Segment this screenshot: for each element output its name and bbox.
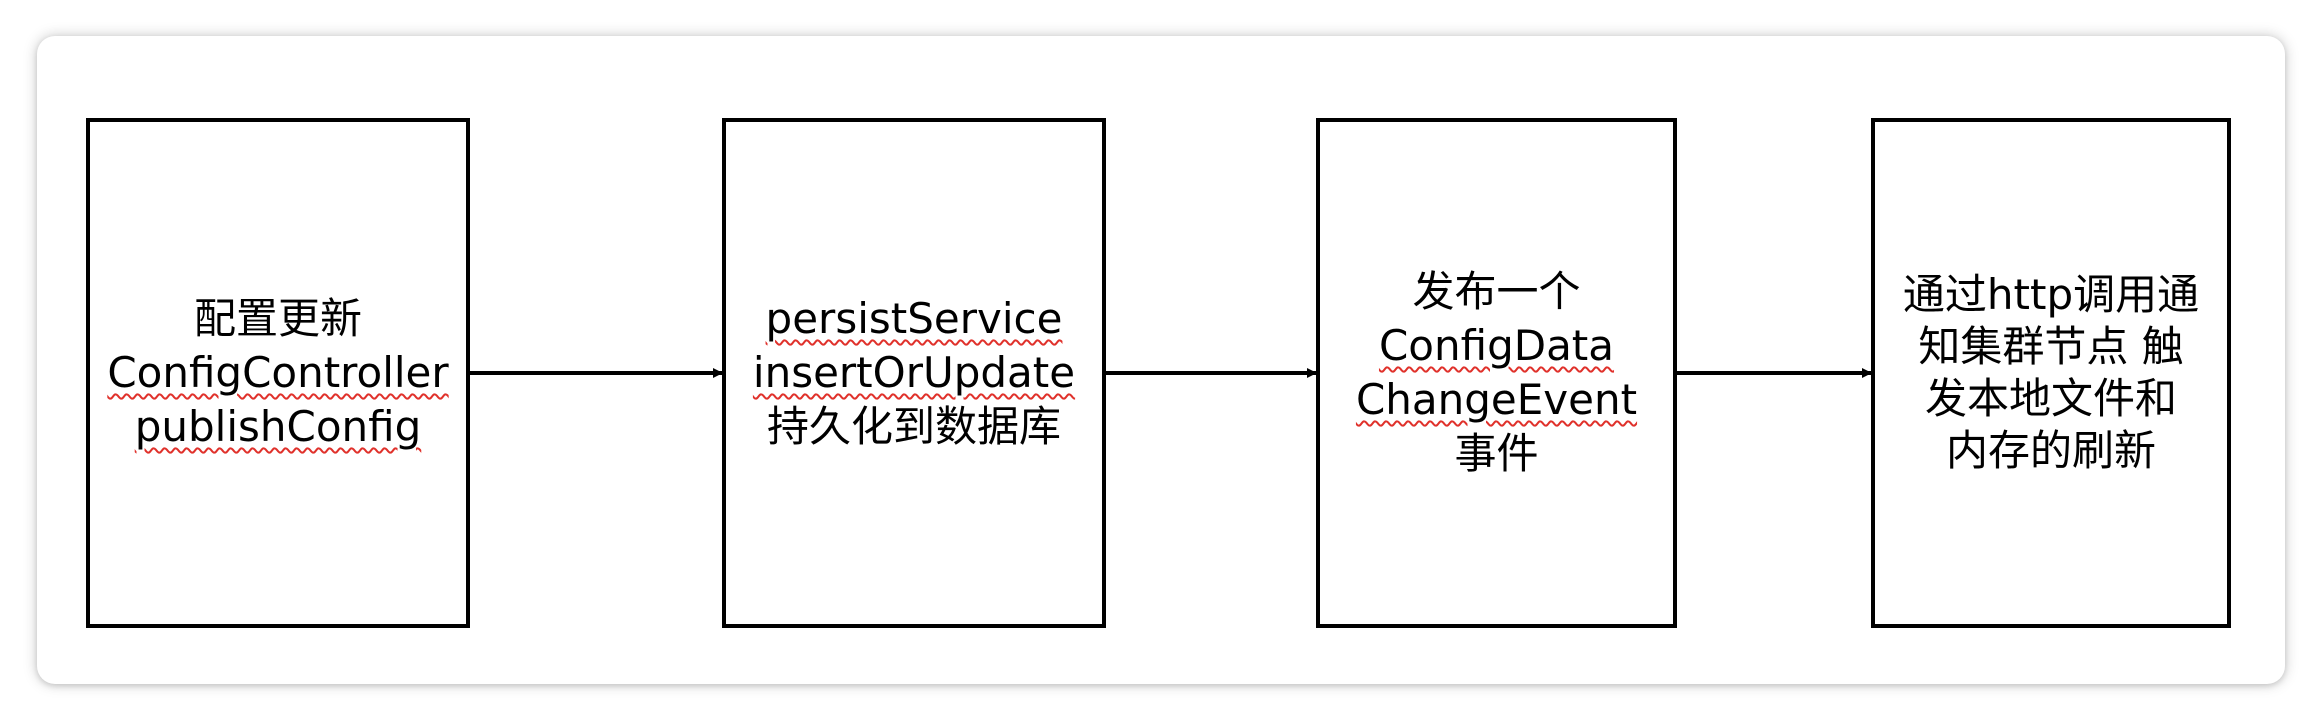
box-2-line-1: persistService bbox=[765, 294, 1063, 343]
process-box-notify-cluster: 通过http调用通 知集群节点 触 发本地文件和 内存的刷新 bbox=[1871, 118, 2231, 628]
box-1-line-2: ConfigController bbox=[107, 348, 449, 397]
box-2-line-2: insertOrUpdate bbox=[752, 348, 1076, 397]
process-box-config-update: 配置更新 ConfigController publishConfig bbox=[86, 118, 470, 628]
box-3-line-4: 事件 bbox=[1454, 429, 1539, 478]
box-3-line-3: ChangeEvent bbox=[1355, 375, 1638, 424]
box-3-line-1: 发布一个 bbox=[1412, 267, 1581, 316]
box-4-line-4: 内存的刷新 bbox=[1945, 426, 2156, 475]
process-box-publish-event: 发布一个 ConfigData ChangeEvent 事件 bbox=[1316, 118, 1677, 628]
box-4-line-2: 知集群节点 触 bbox=[1918, 322, 2184, 371]
box-1-line-1: 配置更新 bbox=[193, 294, 362, 343]
box-3-line-2: ConfigData bbox=[1378, 321, 1615, 370]
box-4-line-3: 发本地文件和 bbox=[1924, 374, 2177, 423]
box-2-line-3: 持久化到数据库 bbox=[766, 402, 1061, 451]
box-1-line-3: publishConfig bbox=[134, 402, 422, 451]
box-4-line-1: 通过http调用通 bbox=[1902, 270, 2200, 319]
process-box-persist: persistService insertOrUpdate 持久化到数据库 bbox=[722, 118, 1106, 628]
